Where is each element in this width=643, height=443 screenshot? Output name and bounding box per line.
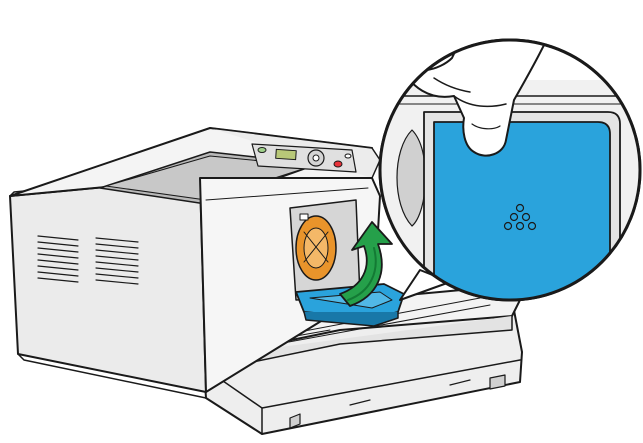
open-direction-arrow bbox=[339, 221, 393, 307]
hand-pull-gesture bbox=[397, 40, 561, 157]
printer-front bbox=[199, 177, 381, 393]
toner-cartridge bbox=[295, 215, 337, 281]
side-vents bbox=[37, 235, 139, 285]
cover-grip-dots bbox=[503, 203, 537, 231]
zoom-callout bbox=[378, 38, 642, 302]
control-panel bbox=[251, 143, 357, 173]
printer-side bbox=[9, 173, 207, 399]
printer bbox=[9, 127, 523, 435]
